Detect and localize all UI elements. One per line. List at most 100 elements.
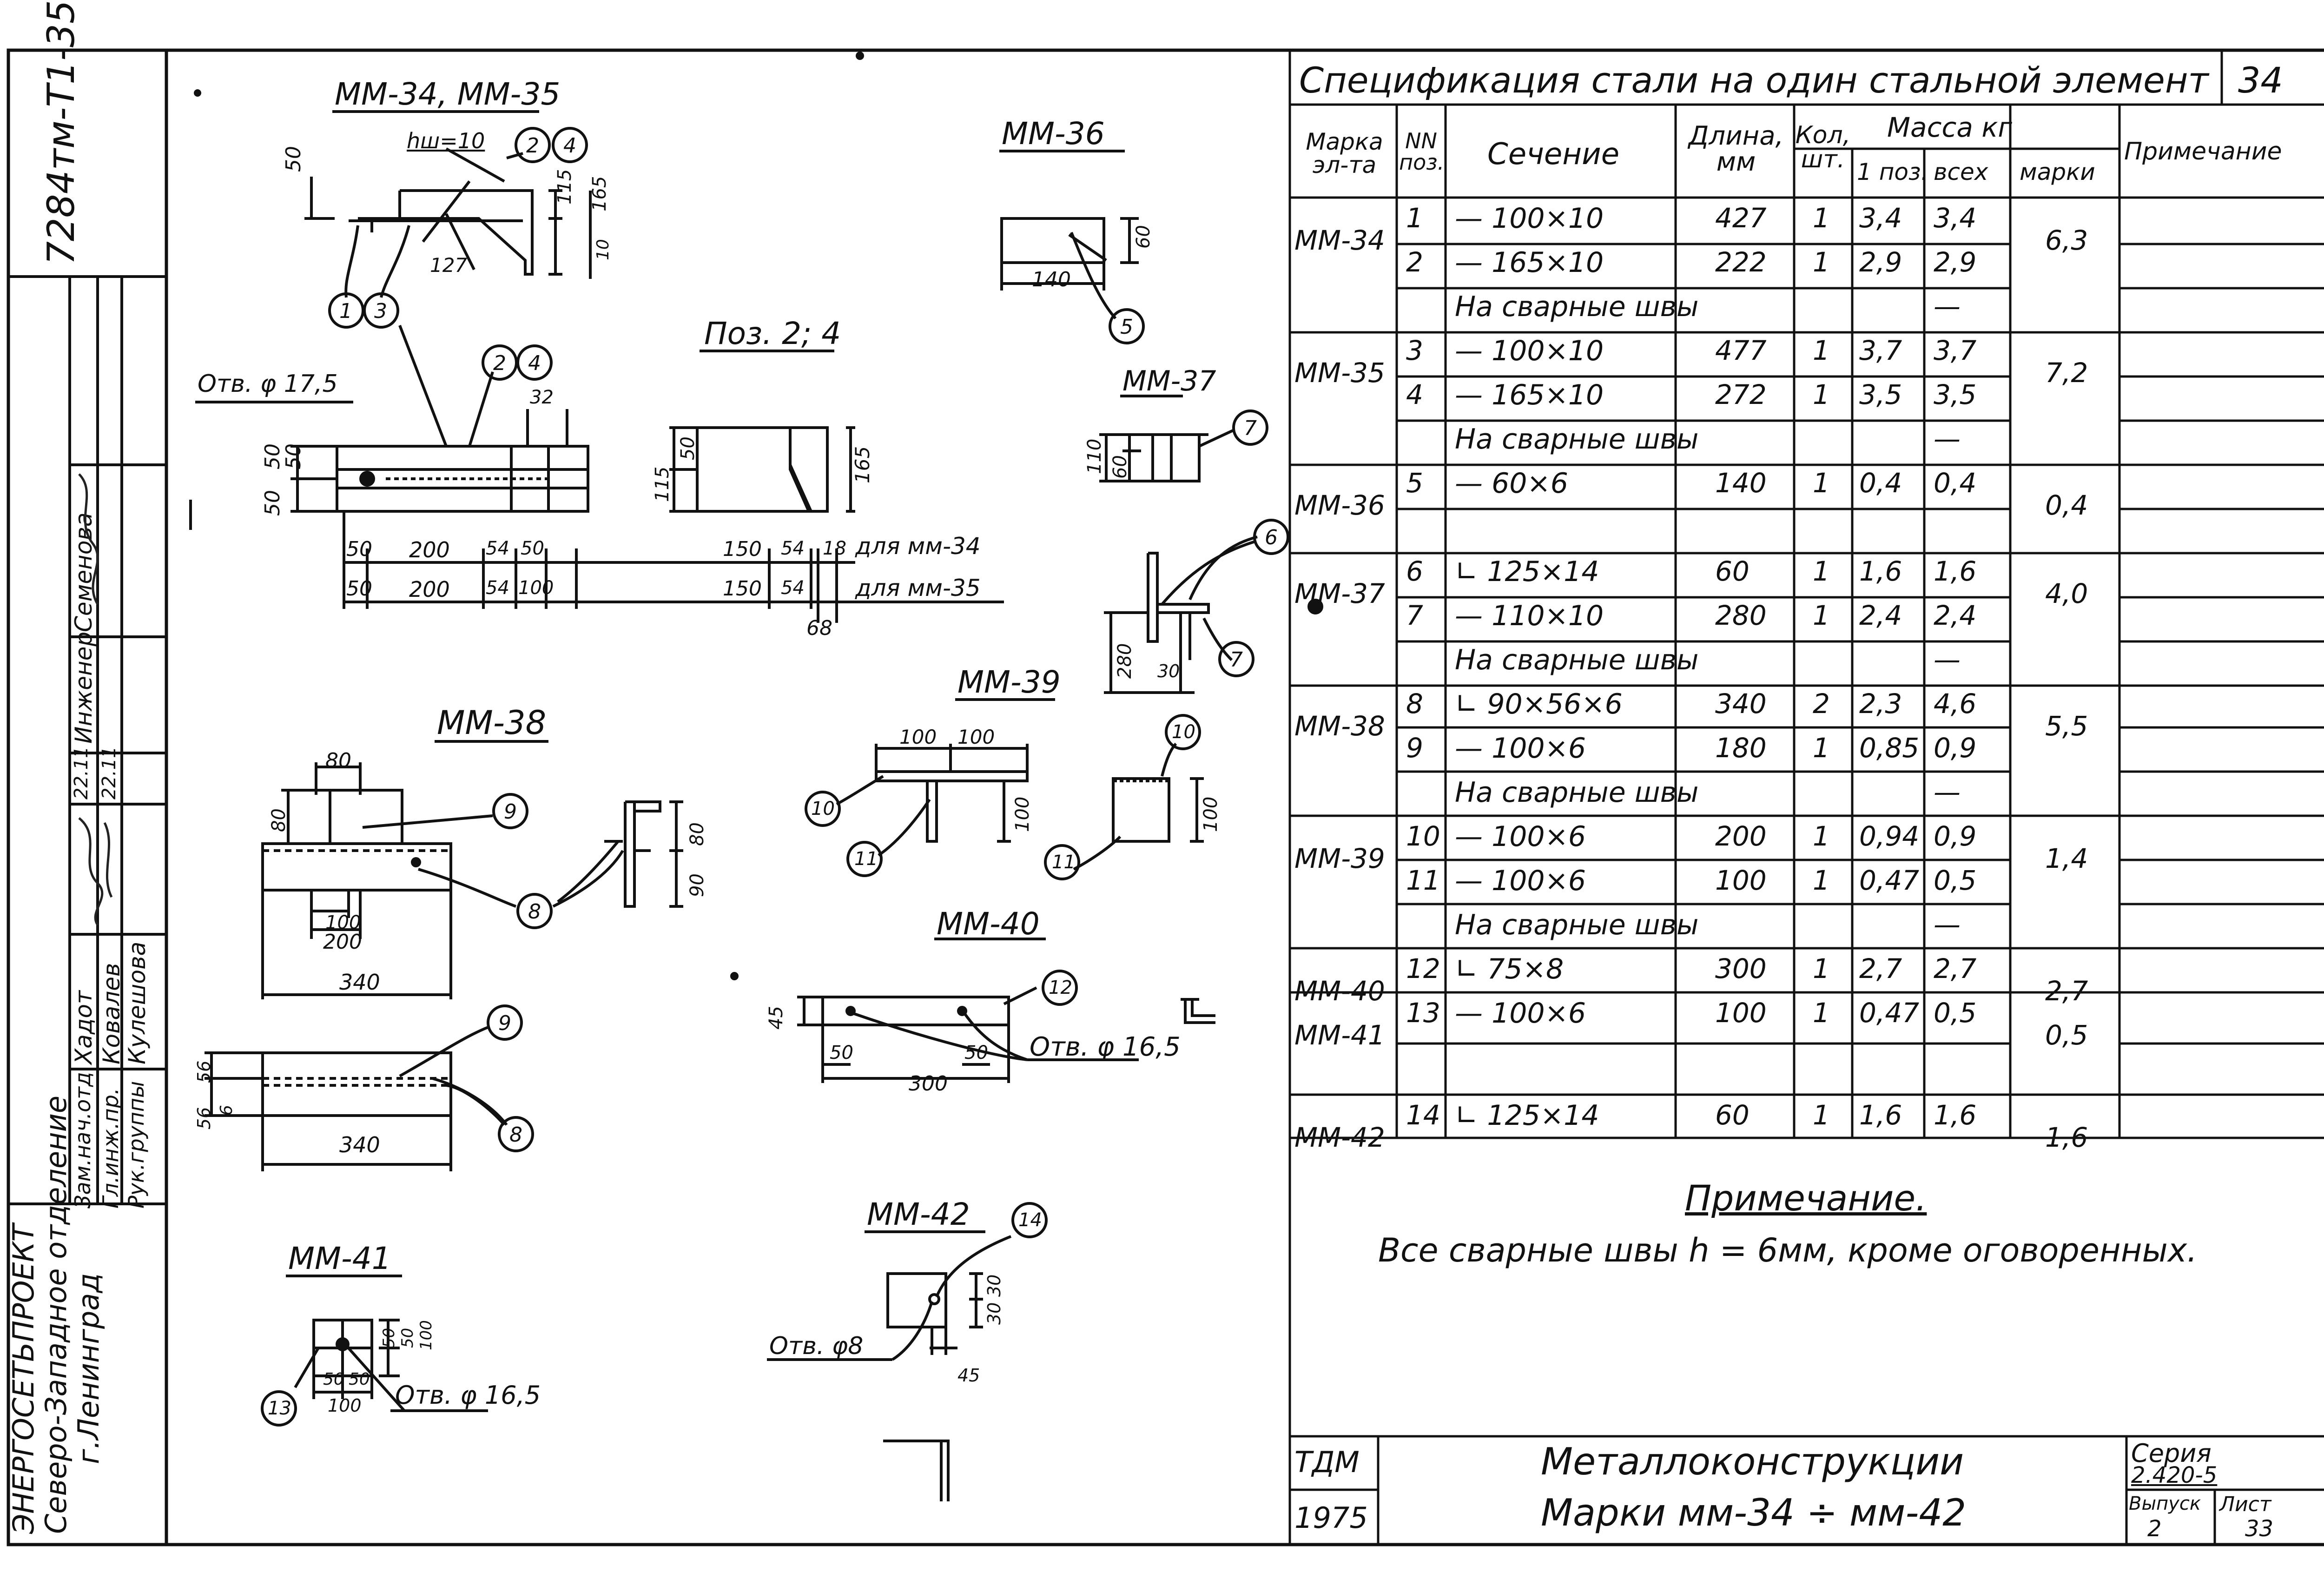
bubble-11b: 11 [1052, 852, 1076, 873]
spec-cell-pos: 14 [1406, 1099, 1440, 1131]
spec-cell-mall: — [1934, 909, 1961, 940]
mm34-plan [189, 324, 1004, 609]
dim-90: 90 [687, 873, 708, 897]
mm36-title: ММ-36 [1002, 116, 1105, 152]
spec-cell-section: — 110×10 [1455, 600, 1604, 632]
dim-30: 30 [1157, 661, 1180, 681]
spec-table-grid [1288, 49, 2324, 1139]
spec-cell-pos: 9 [1406, 732, 1423, 764]
dim-115: 115 [652, 466, 673, 502]
spec-cell-mall: 3,7 [1934, 335, 1977, 366]
spec-cell-pos: 6 [1406, 555, 1423, 587]
spec-cell-mmark: 2,7 [2045, 975, 2088, 1007]
spec-cell-mall: — [1934, 423, 1961, 455]
tb-sheet-value: 33 [2245, 1516, 2274, 1542]
dim-100: 100 [1012, 796, 1033, 832]
spec-cell-qty: 1 [1813, 379, 1830, 410]
spec-cell-m1: 2,9 [1859, 246, 1902, 278]
spec-cell-mall: 0,9 [1934, 820, 1977, 852]
dim-18: 18 [823, 538, 846, 559]
dim-300: 300 [909, 1072, 948, 1096]
spec-cell-mall: — [1934, 644, 1961, 675]
dim-50: 50 [346, 537, 372, 561]
col-mass-mark: марки [2020, 159, 2095, 185]
spec-cell-section: ∟ 90×56×6 [1455, 688, 1623, 720]
bubble-9b: 9 [498, 1011, 511, 1035]
dim-10: 10 [594, 239, 613, 260]
spec-cell-mmark: 4,0 [2045, 578, 2088, 609]
dim-100: 100 [957, 726, 995, 748]
dim-150: 150 [723, 537, 762, 561]
spec-cell-mark: ММ-41 [1294, 1019, 1385, 1051]
spec-cell-m1: 0,85 [1859, 732, 1920, 764]
spec-title: Спецификация стали на один стальной элем… [1299, 59, 2209, 101]
spec-cell-section: На сварные швы [1455, 423, 1699, 456]
dim-340: 340 [339, 1132, 380, 1157]
dim-60: 60 [1133, 225, 1154, 249]
spec-cell-m1: 2,7 [1859, 953, 1902, 984]
bubble-7a: 7 [1244, 416, 1257, 440]
col-note-header: Примечание [2124, 138, 2282, 165]
note-title: Примечание. [1685, 1177, 1927, 1219]
pos24-drawing [669, 350, 855, 623]
spec-cell-section: — 100×6 [1455, 820, 1586, 853]
spec-cell-mall: 2,4 [1934, 600, 1977, 631]
dim-100: 100 [328, 1395, 362, 1416]
bubble-4: 4 [563, 134, 576, 158]
spec-cell-section: — 60×6 [1455, 467, 1568, 500]
spec-cell-section: На сварные швы [1455, 909, 1699, 941]
spec-cell-section: — 100×6 [1455, 997, 1586, 1030]
mm36-drawing [999, 150, 1145, 344]
spec-cell-mall: 4,6 [1934, 688, 1977, 720]
mm38-title: ММ-38 [437, 704, 547, 742]
org-name: ЭНЕРГОСЕТЬПРОЕКТ [7, 1224, 40, 1534]
mm41-drawing [261, 1275, 488, 1427]
spec-cell-length: 340 [1715, 688, 1767, 720]
tb-title-1: Металлоконструкции [1541, 1440, 1964, 1483]
dim-50: 50 [282, 146, 305, 172]
dim-45: 45 [766, 1006, 787, 1030]
spec-cell-length: 222 [1715, 246, 1767, 278]
dim-200: 200 [323, 930, 362, 954]
dim-115: 115 [554, 169, 575, 205]
for-mm34: для мм-34 [855, 533, 981, 560]
mm41-title: ММ-41 [288, 1241, 391, 1276]
bubble-4b: 4 [528, 351, 541, 375]
bubble-10b: 10 [1172, 721, 1195, 743]
spec-cell-mall: 3,4 [1934, 202, 1977, 234]
dim-50: 50 [964, 1042, 988, 1064]
mm40-title: ММ-40 [937, 906, 1040, 942]
dim-50: 50 [323, 1370, 344, 1389]
dim-127: 127 [430, 254, 468, 277]
spec-cell-pos: 11 [1406, 865, 1440, 896]
spec-cell-section: — 165×10 [1455, 246, 1604, 279]
spec-cell-mall: 0,9 [1934, 732, 1977, 764]
bubble-8b: 8 [509, 1123, 522, 1147]
inner-frame [165, 48, 2324, 1546]
spec-cell-section: — 100×10 [1455, 202, 1604, 235]
spec-cell-m1: 0,4 [1859, 467, 1902, 499]
name-kuleshova: Кулешова [124, 941, 151, 1064]
col-pos-header: NN поз. [1399, 128, 1445, 175]
spec-cell-qty: 1 [1813, 820, 1830, 852]
spec-cell-pos: 3 [1406, 335, 1423, 366]
role-chief: Гл.инж.пр. [98, 1088, 123, 1209]
spec-cell-qty: 1 [1813, 600, 1830, 631]
dim-80: 80 [268, 808, 290, 832]
left-strip-grid [8, 275, 166, 1205]
col-mass-pos: 1 поз. [1857, 159, 1928, 185]
mm34-weld-height: hш=10 [407, 128, 485, 153]
spec-cell-m1: 3,4 [1859, 202, 1902, 234]
col-section-header: Сечение [1487, 137, 1620, 172]
spec-cell-section: — 165×10 [1455, 379, 1604, 411]
spec-cell-length: 300 [1715, 953, 1767, 984]
spec-cell-mark: ММ-35 [1294, 357, 1385, 389]
dim-50: 50 [677, 436, 699, 460]
dim-140: 140 [1032, 268, 1071, 291]
dim-150: 150 [723, 577, 762, 601]
spec-cell-m1: 3,7 [1859, 335, 1902, 366]
dim-280: 280 [1114, 643, 1136, 679]
spec-cell-length: 60 [1715, 555, 1750, 587]
dim-54: 54 [781, 538, 805, 559]
